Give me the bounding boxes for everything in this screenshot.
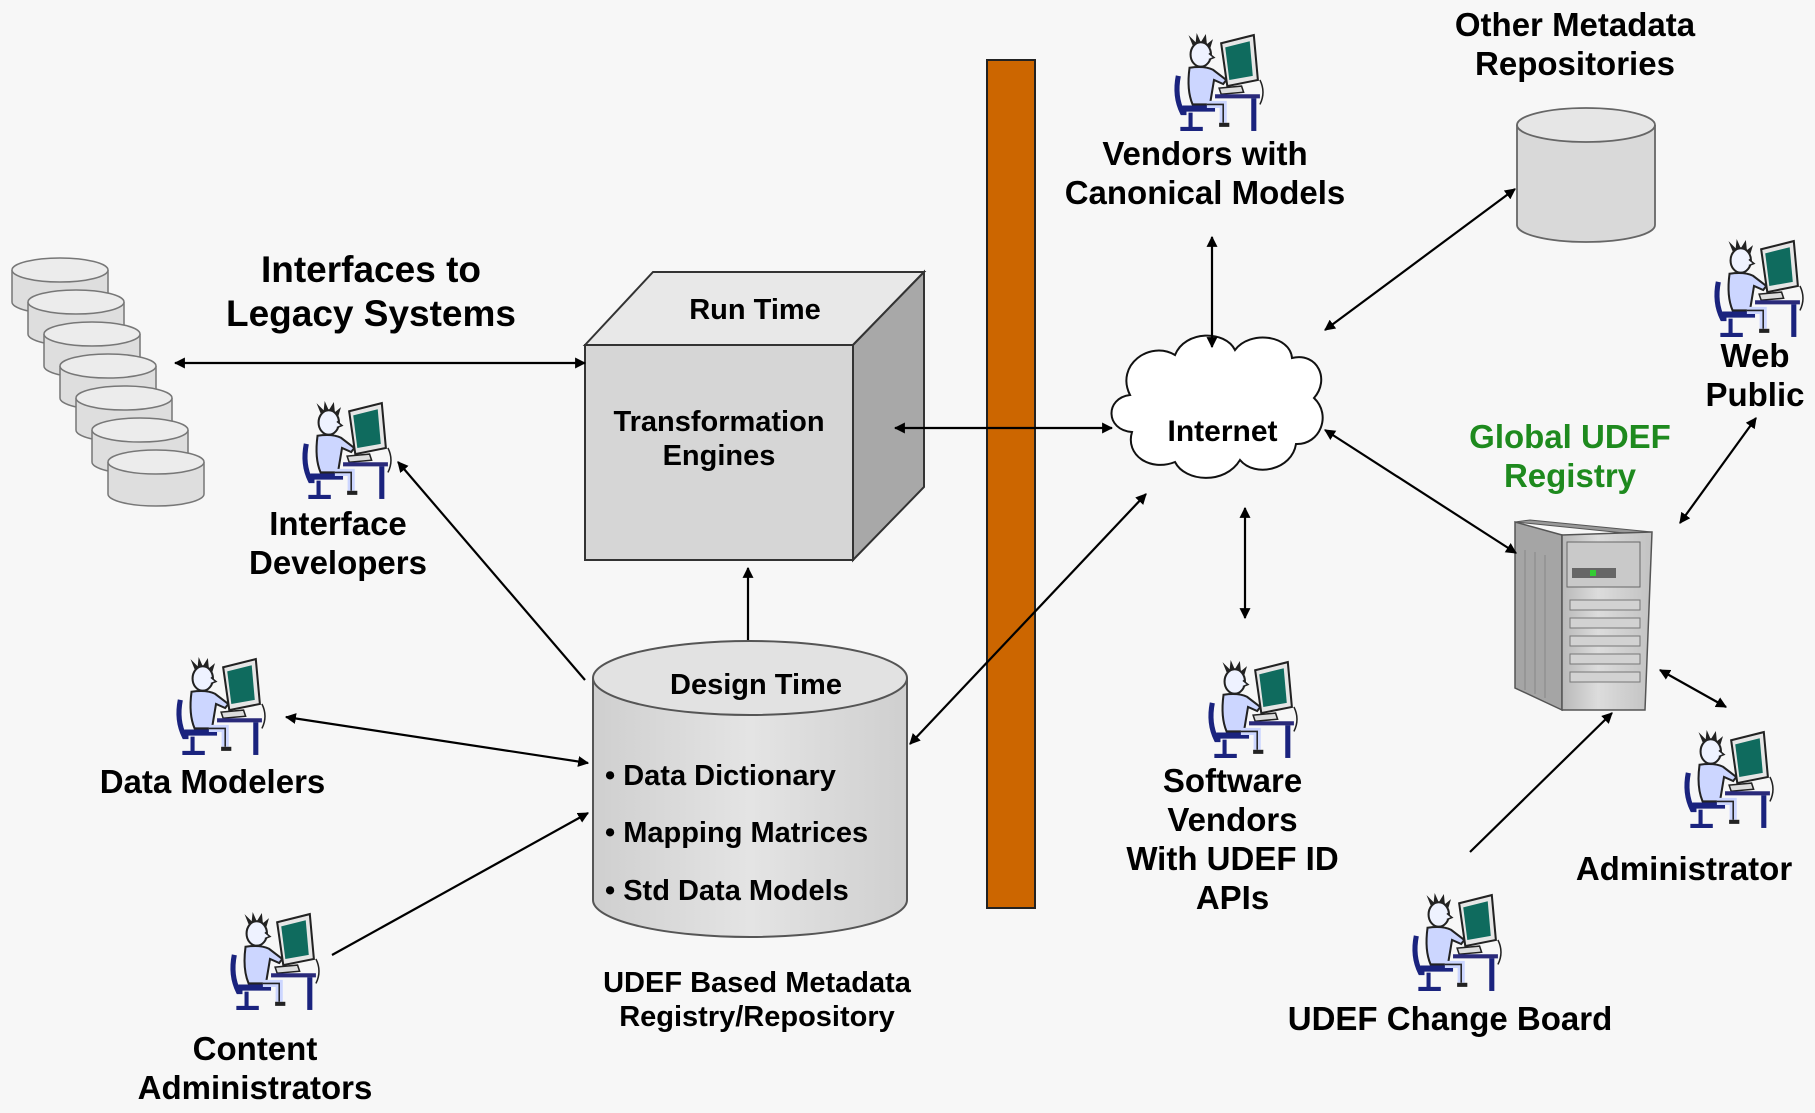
arrow-content-admins-designtime: [331, 812, 589, 956]
arrow-registry-web-public: [1679, 417, 1757, 524]
designtime-database: [592, 640, 908, 938]
global-registry-label: Global UDEF Registry: [1440, 418, 1700, 496]
arrow-data-modelers-designtime: [284, 713, 590, 767]
registry-repository-caption: UDEF Based Metadata Registry/Repository: [555, 966, 959, 1034]
person-at-computer-icon: [1177, 33, 1263, 131]
runtime-cube: [582, 269, 927, 563]
legacy-title-line2: Legacy Systems: [225, 292, 516, 334]
vendors-canonical-line2: Canonical Models: [1064, 173, 1346, 211]
designtime-item: • Std Data Models: [605, 874, 849, 907]
arrow-internet-other-repositories: [1324, 188, 1516, 331]
person-at-computer-icon: [1415, 893, 1501, 991]
person-at-computer-icon: [1211, 660, 1297, 758]
web-public-line2: Public: [1705, 375, 1805, 413]
caption-line2: Registry/Repository: [619, 1001, 895, 1034]
designtime-item: • Data Dictionary: [605, 760, 836, 792]
interface-developers-label: Interface Developers: [218, 505, 458, 583]
software-vendors-label: Software Vendors With UDEF ID APIs: [1100, 762, 1365, 918]
person-at-computer-icon: [179, 657, 265, 755]
designtime-label: Design Time: [670, 669, 842, 701]
cloud-icon: [1110, 334, 1324, 479]
legacy-database-stack: [11, 257, 205, 507]
database-cylinder-icon: [107, 449, 205, 507]
arrow-registry-administrator: [1659, 669, 1727, 708]
content-administrators-label: Content Administrators: [110, 1030, 400, 1108]
other-repos-line1: Other Metadata: [1454, 6, 1696, 43]
other-repos-line2: Repositories: [1475, 44, 1675, 82]
transformation-line2: Engines: [662, 440, 776, 473]
web-public-label: Web Public: [1695, 337, 1815, 415]
content-admins-line2: Administrators: [137, 1068, 373, 1106]
vendors-canonical-label: Vendors with Canonical Models: [1035, 135, 1375, 213]
firewall-bar: [986, 59, 1036, 909]
interface-developers-line2: Developers: [249, 543, 427, 581]
other-repositories-database: [1516, 107, 1656, 243]
connectors: [173, 188, 1757, 956]
content-admins-line1: Content: [192, 1030, 318, 1067]
legacy-title-line1: Interfaces to: [260, 249, 481, 290]
software-vendors-line2: Vendors: [1167, 800, 1298, 838]
designtime-items: • Data Dictionary • Mapping Matrices • S…: [605, 748, 905, 920]
person-at-computer-icon: [1717, 239, 1803, 337]
caption-line1: UDEF Based Metadata: [603, 967, 911, 999]
legacy-systems-label: Interfaces to Legacy Systems: [198, 248, 544, 335]
software-vendors-line3: With UDEF ID: [1126, 839, 1339, 877]
transformation-line1: Transformation: [613, 406, 825, 438]
vendors-canonical-line1: Vendors with: [1102, 135, 1308, 172]
web-public-line1: Web: [1720, 337, 1790, 374]
arrow-designtime-internet: [909, 493, 1147, 745]
global-registry-line1: Global UDEF: [1469, 418, 1671, 455]
arrow-internet-registry: [1324, 429, 1517, 554]
interface-developers-line1: Interface: [269, 505, 407, 542]
software-vendors-line4: APIs: [1195, 878, 1270, 916]
person-at-computer-icon: [305, 401, 391, 499]
designtime-item: • Mapping Matrices: [605, 817, 869, 850]
person-at-computer-icon: [233, 912, 319, 1010]
server-tower-icon: [1514, 519, 1653, 712]
internet-label: Internet: [1167, 415, 1278, 448]
arrow-designtime-interface-developers: [397, 461, 586, 681]
software-vendors-line1: Software: [1162, 762, 1303, 799]
arrow-change-board-registry: [1469, 712, 1613, 853]
runtime-label: Run Time: [689, 294, 821, 326]
change-board-label: UDEF Change Board: [1287, 1000, 1613, 1037]
administrator-label: Administrator: [1575, 850, 1793, 887]
other-repositories-label: Other Metadata Repositories: [1420, 6, 1730, 84]
transformation-engines-label: Transformation Engines: [585, 405, 853, 473]
person-at-computer-icon: [1687, 730, 1773, 828]
data-modelers-label: Data Modelers: [99, 763, 326, 800]
global-registry-line2: Registry: [1503, 456, 1637, 494]
